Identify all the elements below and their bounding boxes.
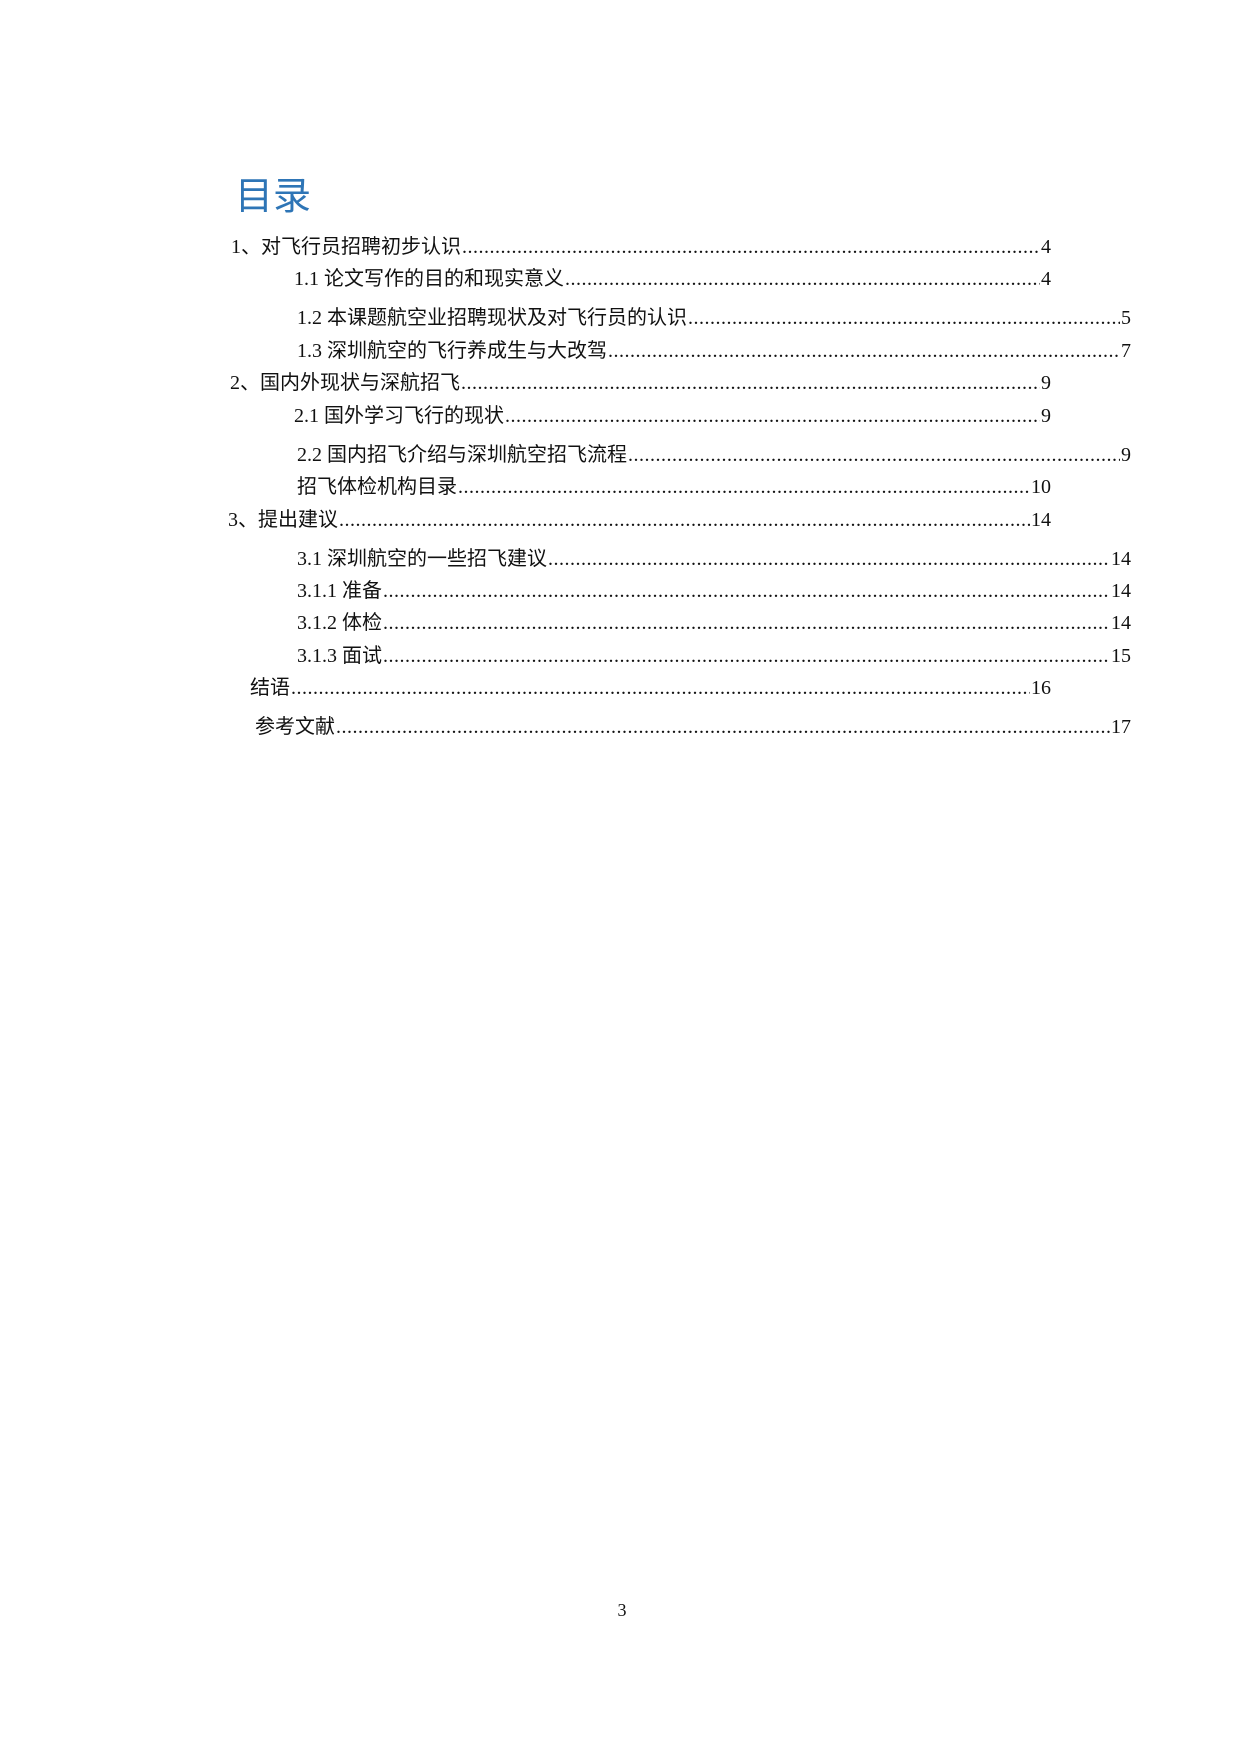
toc-entry-page: 10 xyxy=(1031,476,1051,498)
toc-entry-label: 招飞体检机构目录 xyxy=(297,476,457,498)
dot-leader xyxy=(339,507,1030,533)
dot-leader xyxy=(688,305,1120,331)
toc-entry[interactable]: 3.1.3 面试 15 xyxy=(297,643,1131,669)
toc-entry[interactable]: 1.3 深圳航空的飞行养成生与大改驾 7 xyxy=(297,338,1131,364)
toc-entry-label: 3.1.3 面试 xyxy=(297,645,382,667)
toc-entry-label: 3.1.1 准备 xyxy=(297,580,382,602)
toc-entry-label: 2.1 国外学习飞行的现状 xyxy=(294,405,504,427)
dot-leader xyxy=(608,338,1120,364)
dot-leader xyxy=(462,234,1040,260)
toc-entry[interactable]: 2.2 国内招飞介绍与深圳航空招飞流程 9 xyxy=(297,442,1131,468)
dot-leader xyxy=(458,474,1030,500)
page-number: 3 xyxy=(617,1600,627,1620)
toc-entry-page: 17 xyxy=(1111,716,1131,738)
dot-leader xyxy=(505,403,1040,429)
toc-entry[interactable]: 3、提出建议 14 xyxy=(228,507,1051,533)
toc-entry-page: 14 xyxy=(1111,548,1131,570)
dot-leader xyxy=(628,442,1120,468)
toc-entry-label: 1、对飞行员招聘初步认识 xyxy=(231,236,461,258)
dot-leader xyxy=(291,675,1030,701)
toc-entry[interactable]: 招飞体检机构目录 10 xyxy=(297,474,1051,500)
toc-entry-page: 9 xyxy=(1041,405,1051,427)
dot-leader xyxy=(565,266,1040,292)
toc-entry-page: 9 xyxy=(1041,372,1051,394)
toc-entry-label: 参考文献 xyxy=(255,716,335,738)
dot-leader xyxy=(383,610,1110,636)
toc-entry-page: 15 xyxy=(1111,645,1131,667)
toc-entry-label: 3、提出建议 xyxy=(228,509,338,531)
toc-entry-label: 2.2 国内招飞介绍与深圳航空招飞流程 xyxy=(297,444,627,466)
toc-entry-label: 3.1 深圳航空的一些招飞建议 xyxy=(297,548,547,570)
toc-entry[interactable]: 1、对飞行员招聘初步认识 4 xyxy=(231,234,1051,260)
dot-leader xyxy=(336,714,1110,740)
toc-entry-page: 5 xyxy=(1121,307,1131,329)
toc-entry-page: 9 xyxy=(1121,444,1131,466)
toc-entry-label: 1.1 论文写作的目的和现实意义 xyxy=(294,268,564,290)
toc-entry[interactable]: 3.1 深圳航空的一些招飞建议 14 xyxy=(297,546,1131,572)
toc-entry-page: 4 xyxy=(1041,268,1051,290)
toc-title: 目录 xyxy=(235,174,312,218)
toc-entry-page: 7 xyxy=(1121,340,1131,362)
dot-leader xyxy=(461,370,1040,396)
toc-entry-label: 1.3 深圳航空的飞行养成生与大改驾 xyxy=(297,340,607,362)
toc-entry[interactable]: 结语 16 xyxy=(250,675,1051,701)
toc-entry-label: 结语 xyxy=(250,677,290,699)
dot-leader xyxy=(383,578,1110,604)
toc-entry[interactable]: 2、国内外现状与深航招飞 9 xyxy=(230,370,1051,396)
toc-entry[interactable]: 参考文献 17 xyxy=(255,714,1131,740)
toc-entry[interactable]: 3.1.2 体检 14 xyxy=(297,610,1131,636)
toc-entry[interactable]: 1.2 本课题航空业招聘现状及对飞行员的认识 5 xyxy=(297,305,1131,331)
toc-entry[interactable]: 3.1.1 准备 14 xyxy=(297,578,1131,604)
toc-entry-page: 14 xyxy=(1111,612,1131,634)
toc-entry[interactable]: 2.1 国外学习飞行的现状 9 xyxy=(294,403,1051,429)
toc-entry[interactable]: 1.1 论文写作的目的和现实意义 4 xyxy=(294,266,1051,292)
toc-entry-page: 16 xyxy=(1031,677,1051,699)
toc-entry-page: 14 xyxy=(1111,580,1131,602)
toc-entry-label: 2、国内外现状与深航招飞 xyxy=(230,372,460,394)
toc-entry-page: 4 xyxy=(1041,236,1051,258)
toc-entry-page: 14 xyxy=(1031,509,1051,531)
dot-leader xyxy=(548,546,1110,572)
dot-leader xyxy=(383,643,1110,669)
toc-entry-label: 3.1.2 体检 xyxy=(297,612,382,634)
toc-entry-label: 1.2 本课题航空业招聘现状及对飞行员的认识 xyxy=(297,307,687,329)
